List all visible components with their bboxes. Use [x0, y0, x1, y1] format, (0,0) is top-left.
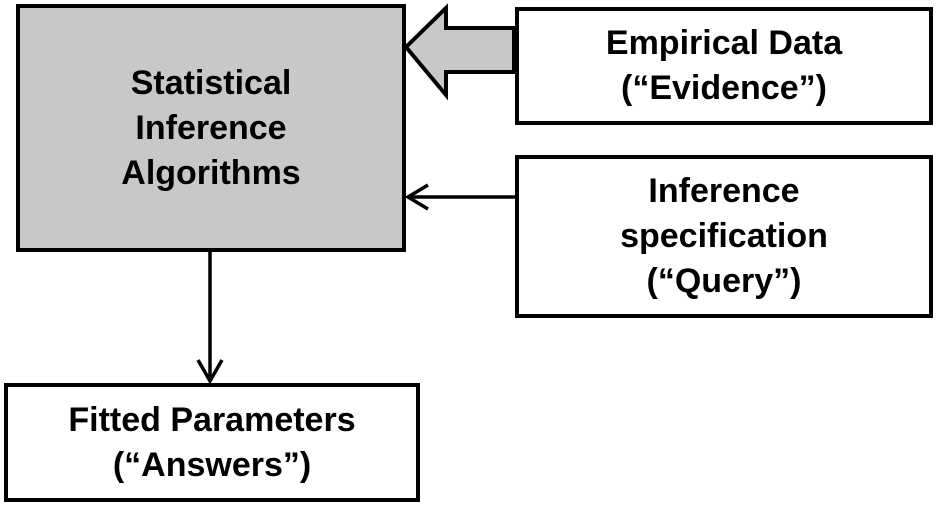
evidence-label-line-1: Empirical Data — [605, 24, 843, 62]
query-label-line-2: specification — [620, 217, 828, 255]
algorithms-label-line-1: Statistical — [130, 63, 292, 102]
algorithms-label-line-2: Inference — [135, 108, 287, 147]
query-arrow — [404, 183, 515, 211]
answers-arrow — [196, 252, 224, 385]
evidence-label-line-2: (“Evidence”) — [621, 69, 827, 107]
answers-label-line-1: Fitted Parameters — [68, 400, 356, 439]
answers-label-line-2: (“Answers”) — [112, 445, 312, 484]
evidence-block-arrow — [403, 3, 516, 101]
empirical-data-box: Empirical Data (“Evidence”) — [515, 7, 933, 125]
statistical-inference-algorithms-box: Statistical Inference Algorithms — [16, 4, 406, 252]
query-label-line-1: Inference — [648, 172, 800, 210]
query-label-line-3: (“Query”) — [646, 262, 802, 300]
inference-specification-box: Inference specification (“Query”) — [515, 155, 933, 318]
fitted-parameters-box: Fitted Parameters (“Answers”) — [4, 383, 420, 502]
algorithms-label-line-3: Algorithms — [121, 153, 301, 192]
